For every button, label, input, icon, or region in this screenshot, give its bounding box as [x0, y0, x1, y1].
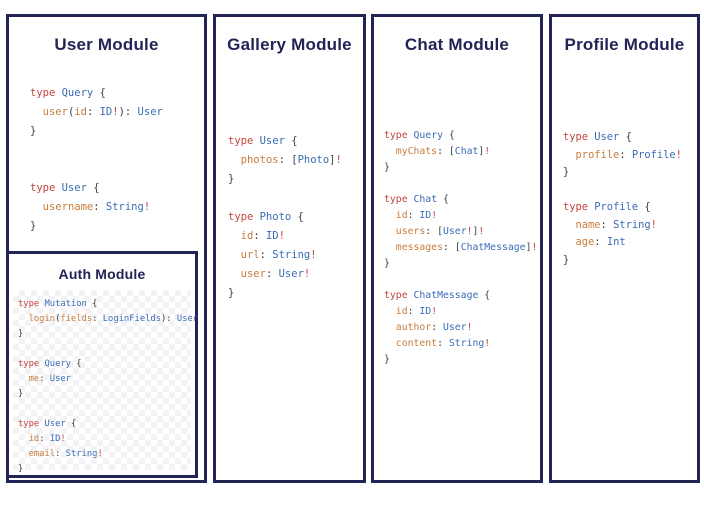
chat-module-title: Chat Module	[404, 35, 510, 54]
profile-module-panel: Profile Module type User { profile: Prof…	[549, 14, 700, 483]
user-module-title: User Module	[54, 35, 159, 54]
gallery-module-title: Gallery Module	[227, 35, 352, 54]
auth-code-checker-background	[13, 290, 191, 470]
chat-module-panel: Chat Module type Query { myChats: [Chat]…	[371, 14, 543, 483]
auth-module-panel: Auth Module type Mutation { login(fields…	[6, 251, 198, 478]
chat-module-code: type Query { myChats: [Chat]!} type Chat…	[384, 130, 538, 365]
auth-module-code: type Mutation { login(fields: LoginField…	[18, 299, 199, 474]
user-module-code: type Query { user(id: ID!): User} type U…	[30, 87, 163, 232]
profile-module-code: type User { profile: Profile!} type Prof…	[563, 131, 682, 266]
gallery-module-code: type User { photos: [Photo]!} type Photo…	[228, 135, 342, 299]
auth-module-title: Auth Module	[58, 266, 146, 282]
gallery-module-panel: Gallery Module type User { photos: [Phot…	[213, 14, 366, 483]
profile-module-title: Profile Module	[564, 35, 685, 54]
